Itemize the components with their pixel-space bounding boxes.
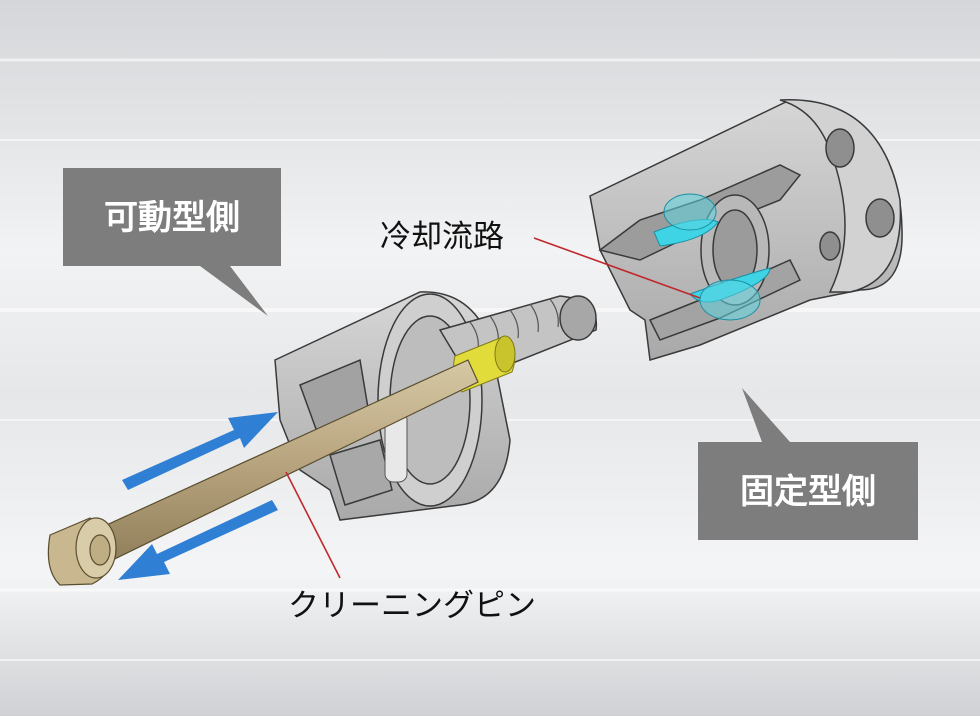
movable-side-label: 可動型側 <box>104 198 240 238</box>
movable-side-callout: 可動型側 <box>63 168 281 316</box>
leader-lines <box>285 237 701 579</box>
fixed-side-label: 固定型側 <box>740 472 876 512</box>
cleaning-pin <box>47 359 479 586</box>
background-streaks <box>0 58 980 661</box>
cooling-channel-leader <box>533 237 701 299</box>
callout-box <box>63 168 281 316</box>
cooling-channel-label: 冷却流路 <box>380 219 504 255</box>
fixed-side-callout: 固定型側 <box>698 388 918 540</box>
backward-arrow <box>118 500 278 580</box>
cooling-channel <box>653 193 771 321</box>
cleaning-pin-label: クリーニングピン <box>288 588 536 624</box>
cleaning-pin-leader <box>285 471 341 579</box>
callout-box <box>698 388 918 540</box>
motion-arrows <box>118 412 278 580</box>
forward-arrow <box>122 412 278 490</box>
